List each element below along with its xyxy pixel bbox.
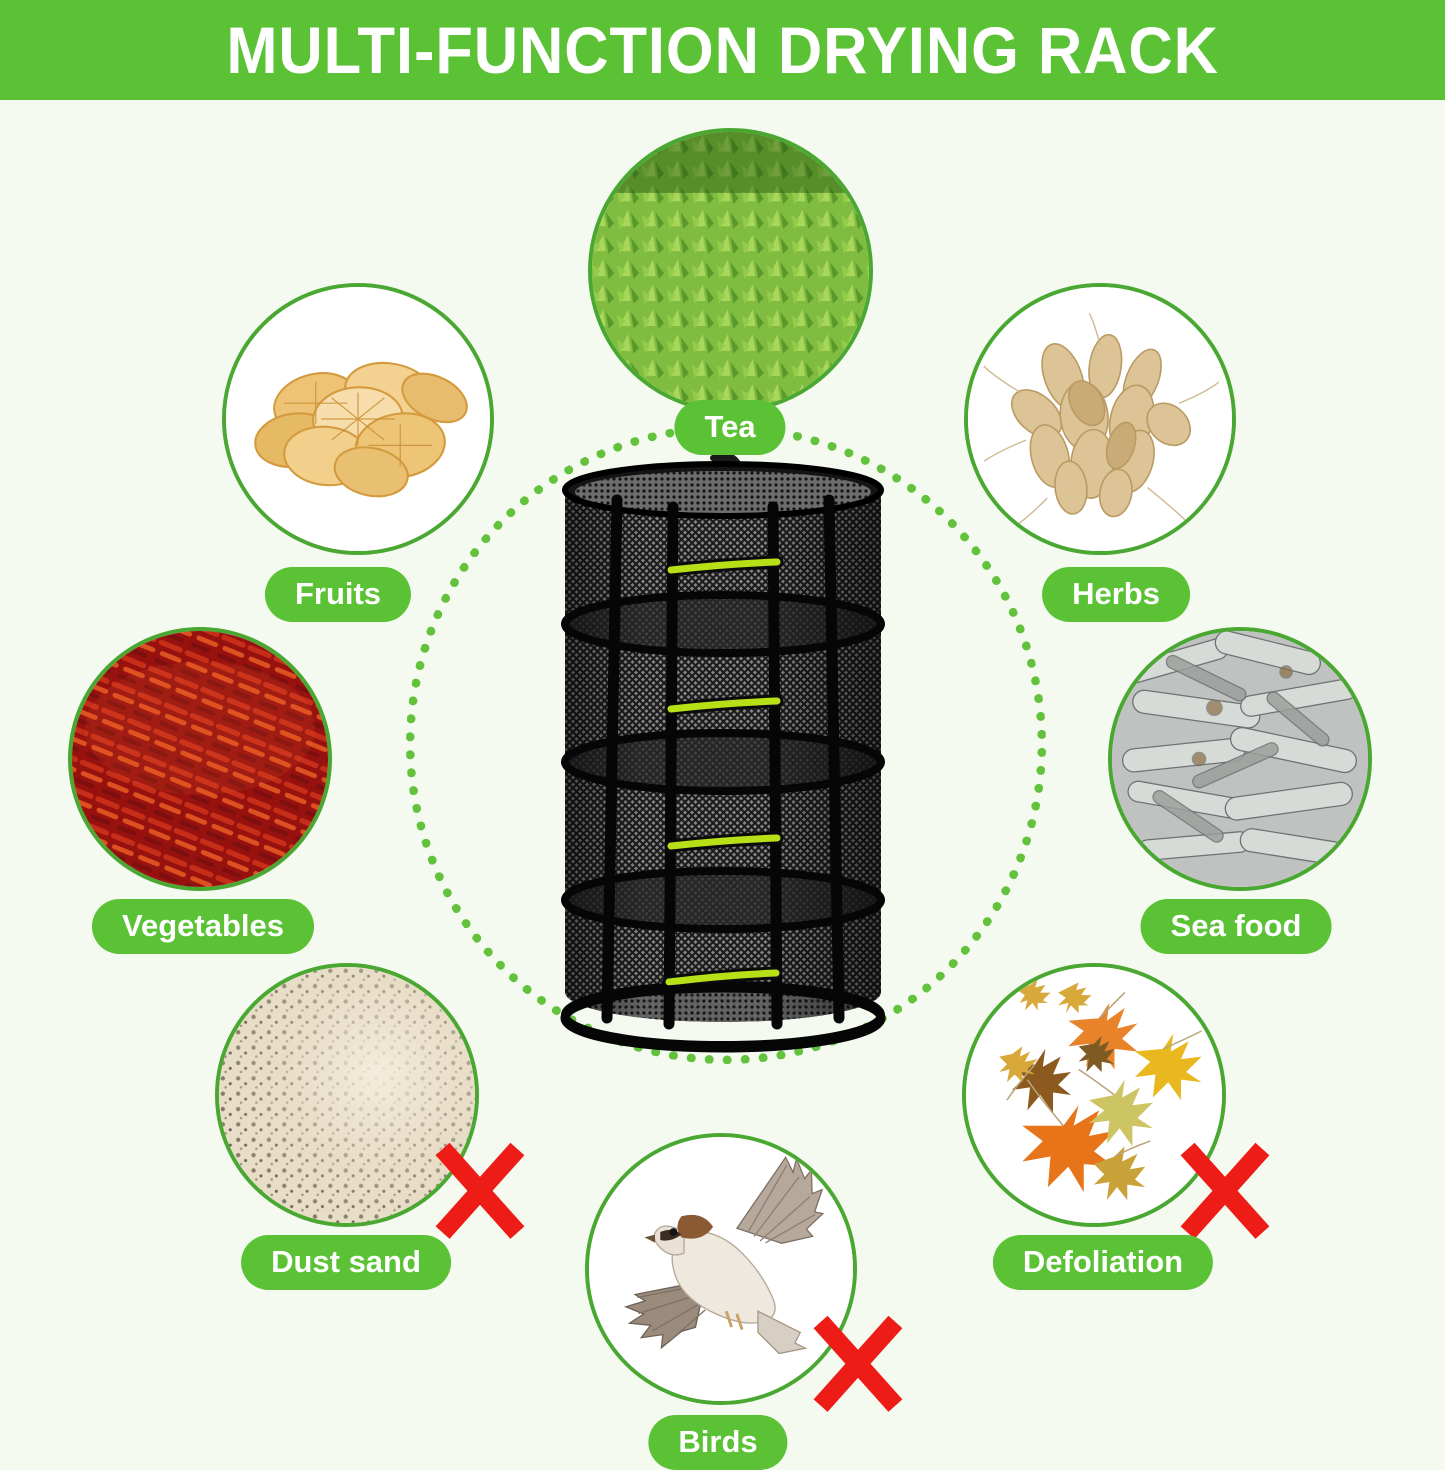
page-title: MULTI-FUNCTION DRYING RACK [226,13,1219,87]
defoliation-photo-circle [962,963,1226,1227]
herbs-photo-circle [964,283,1236,555]
dried-red-chilies [72,631,328,887]
fruits-photo-circle [222,283,494,555]
dried-lemon-slices [254,361,468,498]
category-node-seafood[interactable]: Sea food [1108,627,1372,954]
dried-fish [1118,631,1358,867]
label-birds: Birds [648,1415,788,1470]
label-herbs: Herbs [1042,567,1190,622]
label-vegetables: Vegetables [92,899,314,954]
birds-photo-circle [585,1133,857,1405]
category-node-vegetables[interactable]: Vegetables [68,627,332,954]
green-tea-leaves [592,132,869,409]
category-node-defoliation[interactable]: Defoliation [962,963,1270,1290]
drying-rack-product-image [545,452,900,1057]
category-node-herbs[interactable]: Herbs [964,283,1236,622]
label-dust-sand: Dust sand [241,1235,451,1290]
dust-sand-photo-circle [215,963,479,1227]
category-node-birds[interactable]: Birds [585,1133,903,1470]
zipper-openings [662,555,784,989]
label-tea: Tea [674,400,786,455]
support-straps [601,494,845,1030]
falling-maple-leaves [999,979,1202,1200]
flying-sparrow [623,1156,825,1355]
ginseng-roots [983,313,1220,531]
label-seafood: Sea food [1140,899,1332,954]
category-node-tea[interactable]: Tea [588,128,873,455]
vegetables-photo-circle [68,627,332,891]
category-node-fruits[interactable]: Fruits [222,283,494,622]
label-fruits: Fruits [264,567,412,622]
seafood-photo-circle [1108,627,1372,891]
category-node-dust-sand[interactable]: Dust sand [215,963,525,1290]
label-defoliation: Defoliation [992,1235,1214,1290]
tea-photo-circle [588,128,873,413]
header-banner: MULTI-FUNCTION DRYING RACK [0,0,1445,100]
